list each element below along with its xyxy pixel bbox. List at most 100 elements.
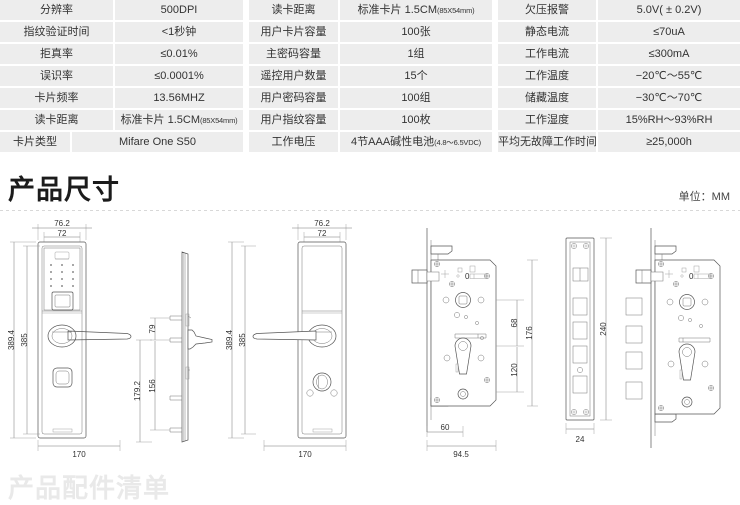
spec-value-text: ≤300mA [648,48,690,60]
spec-value: 13.56MHZ [115,88,243,108]
spec-key: 卡片类型 [0,132,70,152]
spec-value: 4节AAA碱性电池(4.8～6.5VDC) [340,132,492,152]
dim-side-top: 79 [148,324,157,333]
spec-group: 卡片频率 13.56MHZ [0,88,249,108]
spec-value: 15%RH～93%RH [598,110,740,130]
spec-value: 1组 [340,44,492,64]
svg-text:0: 0 [465,272,470,281]
spec-group: 工作电流 ≤300mA [498,44,740,64]
spec-value-text: 5.0V( ± 0.2V) [636,4,702,16]
spec-value: <1秒钟 [115,22,243,42]
svg-text:0: 0 [689,272,694,281]
spec-value: ≤70uA [598,22,740,42]
spec-value-text: 500DPI [160,4,198,16]
spec-value-note: (85X54mm) [437,6,475,15]
dim-front-height-inner: 385 [20,333,29,347]
dim-front-width-inner: 72 [58,229,67,238]
technical-drawings: 76.2 72 [0,210,740,470]
page-title: 产品尺寸 [8,175,120,206]
bottom-section-title: 产品配件清单 [8,474,171,504]
drawing-lock-body: 0 68 120 176 [411,228,538,459]
spec-value-text: 标准卡片 1.5CM [357,4,438,16]
spec-value-text: 100组 [401,92,431,104]
spec-key: 储藏温度 [498,88,596,108]
table-row: 卡片频率 13.56MHZ 用户密码容量 100组 储藏温度 −30℃～70℃ [0,88,740,108]
spec-key: 指纹验证时间 [0,22,113,42]
dim-lock-backset: 60 [441,423,450,432]
spec-key: 用户卡片容量 [249,22,338,42]
spec-key: 工作温度 [498,66,596,86]
spec-value: 标准卡片 1.5CM(85X54mm) [115,110,243,130]
spec-value: ≥25,000h [598,132,740,152]
spec-group: 工作湿度 15%RH～93%RH [498,110,740,130]
spec-value: Mifare One S50 [72,132,243,152]
spec-value-text: Mifare One S50 [118,136,197,148]
spec-value-text: 100枚 [401,114,431,126]
divider [0,210,740,211]
spec-key: 用户密码容量 [249,88,338,108]
dim-strike-height: 240 [599,322,608,336]
spec-group: 静态电流 ≤70uA [498,22,740,42]
dim-side-bottom: 156 [148,379,157,393]
dim-back-length: 170 [298,450,312,459]
spec-value: −30℃～70℃ [598,88,740,108]
spec-key: 分辨率 [0,0,113,20]
spec-value-text: −20℃～55℃ [635,70,703,82]
spec-group: 主密码容量 1组 [249,44,498,64]
spec-group: 遥控用户数量 15个 [249,66,498,86]
dim-lock-120: 120 [510,363,519,377]
spec-group: 用户密码容量 100组 [249,88,498,108]
drawing-strike-plate: 240 24 [565,237,612,444]
table-row: 分辨率 500DPI 读卡距离 标准卡片 1.5CM(85X54mm) 欠压报警… [0,0,740,20]
spec-value: 100枚 [340,110,492,130]
spec-group: 工作温度 −20℃～55℃ [498,66,740,86]
spec-key: 拒真率 [0,44,113,64]
drawing-back-panel: 389.4 385 76.2 72 170 [225,219,352,459]
dim-front-height-outer: 389.4 [7,329,16,350]
spec-key: 误识率 [0,66,113,86]
spec-value: 500DPI [115,0,243,20]
unit-label: 单位：MM [678,191,730,203]
spec-value: ≤0.0001% [115,66,243,86]
spec-value: 100张 [340,22,492,42]
spec-value-text: ≥25,000h [646,136,692,148]
spec-value-text: ≤0.0001% [154,70,204,82]
spec-group: 指纹验证时间 <1秒钟 [0,22,249,42]
spec-value-note: (85X54mm) [200,116,238,125]
spec-group: 平均无故障工作时间 ≥25,000h [498,132,740,152]
spec-group: 分辨率 500DPI [0,0,249,20]
dim-strike-width: 24 [576,435,585,444]
spec-group: 卡片类型 Mifare One S50 [0,132,249,152]
spec-value: 100组 [340,88,492,108]
spec-value-note: (4.8～6.5VDC) [434,138,481,147]
spec-group: 读卡距离 标准卡片 1.5CM(85X54mm) [249,0,498,20]
dim-lock-176: 176 [525,326,534,340]
dim-back-width-outer: 76.2 [314,219,330,228]
spec-key: 卡片频率 [0,88,113,108]
spec-value-text: ≤0.01% [160,48,198,60]
spec-value: 15个 [340,66,492,86]
drawing-lock-body-assembly: 0 [625,228,721,448]
table-row-last: 卡片类型 Mifare One S50 工作电压 4节AAA碱性电池(4.8～6… [0,132,740,152]
drawing-side-panel: 79 156 179.2 [133,251,213,443]
spec-key: 欠压报警 [498,0,596,20]
spec-key: 平均无故障工作时间 [498,132,596,152]
spec-value-text: 标准卡片 1.5CM [120,114,201,126]
spec-value: ≤300mA [598,44,740,64]
spec-value-text: 15%RH～93%RH [625,114,713,126]
dim-lock-68: 68 [510,318,519,327]
dim-back-height-outer: 389.4 [225,329,234,350]
dim-side-total: 179.2 [133,380,142,401]
spec-value-text: 100张 [401,26,431,38]
spec-group: 拒真率 ≤0.01% [0,44,249,64]
spec-key: 静态电流 [498,22,596,42]
dim-front-length: 170 [72,450,86,459]
drawing-front-panel: 76.2 72 [7,219,132,459]
spec-value-text: 4节AAA碱性电池 [351,136,435,148]
spec-value-text: −30℃～70℃ [635,92,703,104]
spec-group: 用户指纹容量 100枚 [249,110,498,130]
specification-table: 分辨率 500DPI 读卡距离 标准卡片 1.5CM(85X54mm) 欠压报警… [0,0,740,154]
spec-group: 读卡距离 标准卡片 1.5CM(85X54mm) [0,110,249,130]
spec-group: 误识率 ≤0.0001% [0,66,249,86]
spec-value-text: <1秒钟 [161,26,197,38]
